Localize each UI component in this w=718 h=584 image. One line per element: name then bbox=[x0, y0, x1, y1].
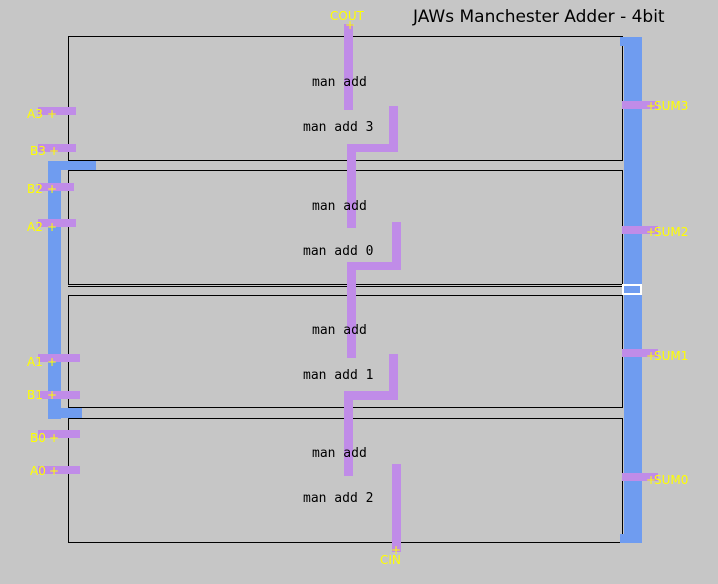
pin-a2-marker: + bbox=[47, 220, 58, 234]
left-bus-bottom-stub bbox=[48, 408, 82, 418]
wire-a2[interactable] bbox=[38, 219, 76, 227]
carry-1-horizontal[interactable] bbox=[344, 391, 398, 400]
pin-b0[interactable]: B0 bbox=[30, 431, 46, 445]
pin-cin-marker: + bbox=[391, 543, 402, 557]
wire-sum0[interactable] bbox=[622, 473, 658, 481]
cell-instance-3: man add 3 bbox=[303, 120, 374, 135]
pin-cout[interactable]: COUT bbox=[330, 9, 364, 23]
pin-a0-marker: + bbox=[49, 464, 60, 478]
pin-a1-marker: + bbox=[47, 355, 58, 369]
pin-sum1[interactable]: SUM1 bbox=[654, 349, 689, 363]
carry-1-vertical[interactable] bbox=[389, 354, 398, 400]
pin-sum2[interactable]: SUM2 bbox=[654, 225, 689, 239]
left-bus[interactable] bbox=[48, 161, 61, 419]
wire-sum3[interactable] bbox=[622, 101, 658, 109]
carry-cin[interactable] bbox=[392, 464, 401, 552]
pin-b2-marker: + bbox=[47, 182, 58, 196]
wire-a3[interactable] bbox=[38, 107, 76, 115]
pin-sum3[interactable]: SUM3 bbox=[654, 99, 689, 113]
wire-sum2[interactable] bbox=[622, 226, 658, 234]
carry-0-horizontal[interactable] bbox=[347, 262, 401, 270]
cell-outline-0[interactable] bbox=[68, 170, 623, 285]
carry-0-vertical[interactable] bbox=[392, 222, 401, 270]
pin-a2[interactable]: A2 bbox=[27, 220, 43, 234]
cell-outline-1[interactable] bbox=[68, 295, 623, 408]
pin-sum3-marker: + bbox=[646, 99, 657, 113]
cell-instance-0: man add 0 bbox=[303, 244, 374, 259]
wire-b0[interactable] bbox=[38, 430, 80, 438]
cell-instance-1: man add 1 bbox=[303, 368, 374, 383]
sum-bus-bottom-stub bbox=[620, 534, 630, 543]
pin-sum0[interactable]: SUM0 bbox=[654, 473, 689, 487]
pin-a3[interactable]: A3 bbox=[27, 107, 43, 121]
cell-name-0: man add bbox=[312, 199, 367, 214]
wire-a0[interactable] bbox=[38, 466, 80, 474]
pin-cin[interactable]: CIN bbox=[380, 553, 401, 567]
pin-b1[interactable]: B1 bbox=[27, 388, 43, 402]
carry-1-down[interactable] bbox=[344, 391, 353, 476]
pin-a0[interactable]: A0 bbox=[30, 464, 46, 478]
cell-name-1: man add bbox=[312, 323, 367, 338]
wire-sum1[interactable] bbox=[622, 349, 658, 357]
cell-instance-2: man add 2 bbox=[303, 491, 374, 506]
pin-b3-marker: + bbox=[49, 144, 60, 158]
pin-b2[interactable]: B2 bbox=[27, 182, 43, 196]
carry-3-down[interactable] bbox=[347, 144, 356, 228]
wire-b2[interactable] bbox=[38, 183, 74, 191]
cell-name-3: man add bbox=[312, 75, 367, 90]
pin-sum0-marker: + bbox=[646, 473, 657, 487]
pin-b1-marker: + bbox=[47, 388, 58, 402]
pin-b0-marker: + bbox=[49, 431, 60, 445]
left-bus-top-stub bbox=[48, 161, 96, 170]
pin-a1[interactable]: A1 bbox=[27, 355, 43, 369]
sum-bus-via[interactable] bbox=[622, 284, 642, 295]
carry-3-horizontal[interactable] bbox=[347, 144, 398, 152]
carry-3-vertical[interactable] bbox=[389, 106, 398, 152]
sum-bus-top-stub bbox=[620, 37, 630, 46]
wire-a1[interactable] bbox=[38, 354, 80, 362]
layout-title: JAWs Manchester Adder - 4bit bbox=[413, 7, 665, 27]
pin-sum2-marker: + bbox=[646, 225, 657, 239]
carry-cout[interactable] bbox=[344, 24, 353, 110]
pin-cout-marker: + bbox=[345, 18, 356, 32]
carry-0-down[interactable] bbox=[347, 262, 356, 358]
wire-b1[interactable] bbox=[38, 391, 80, 399]
pin-sum1-marker: + bbox=[646, 349, 657, 363]
pin-a3-marker: + bbox=[47, 107, 58, 121]
pin-b3[interactable]: B3 bbox=[30, 144, 46, 158]
wire-b3[interactable] bbox=[38, 144, 76, 152]
cell-name-2: man add bbox=[312, 446, 367, 461]
